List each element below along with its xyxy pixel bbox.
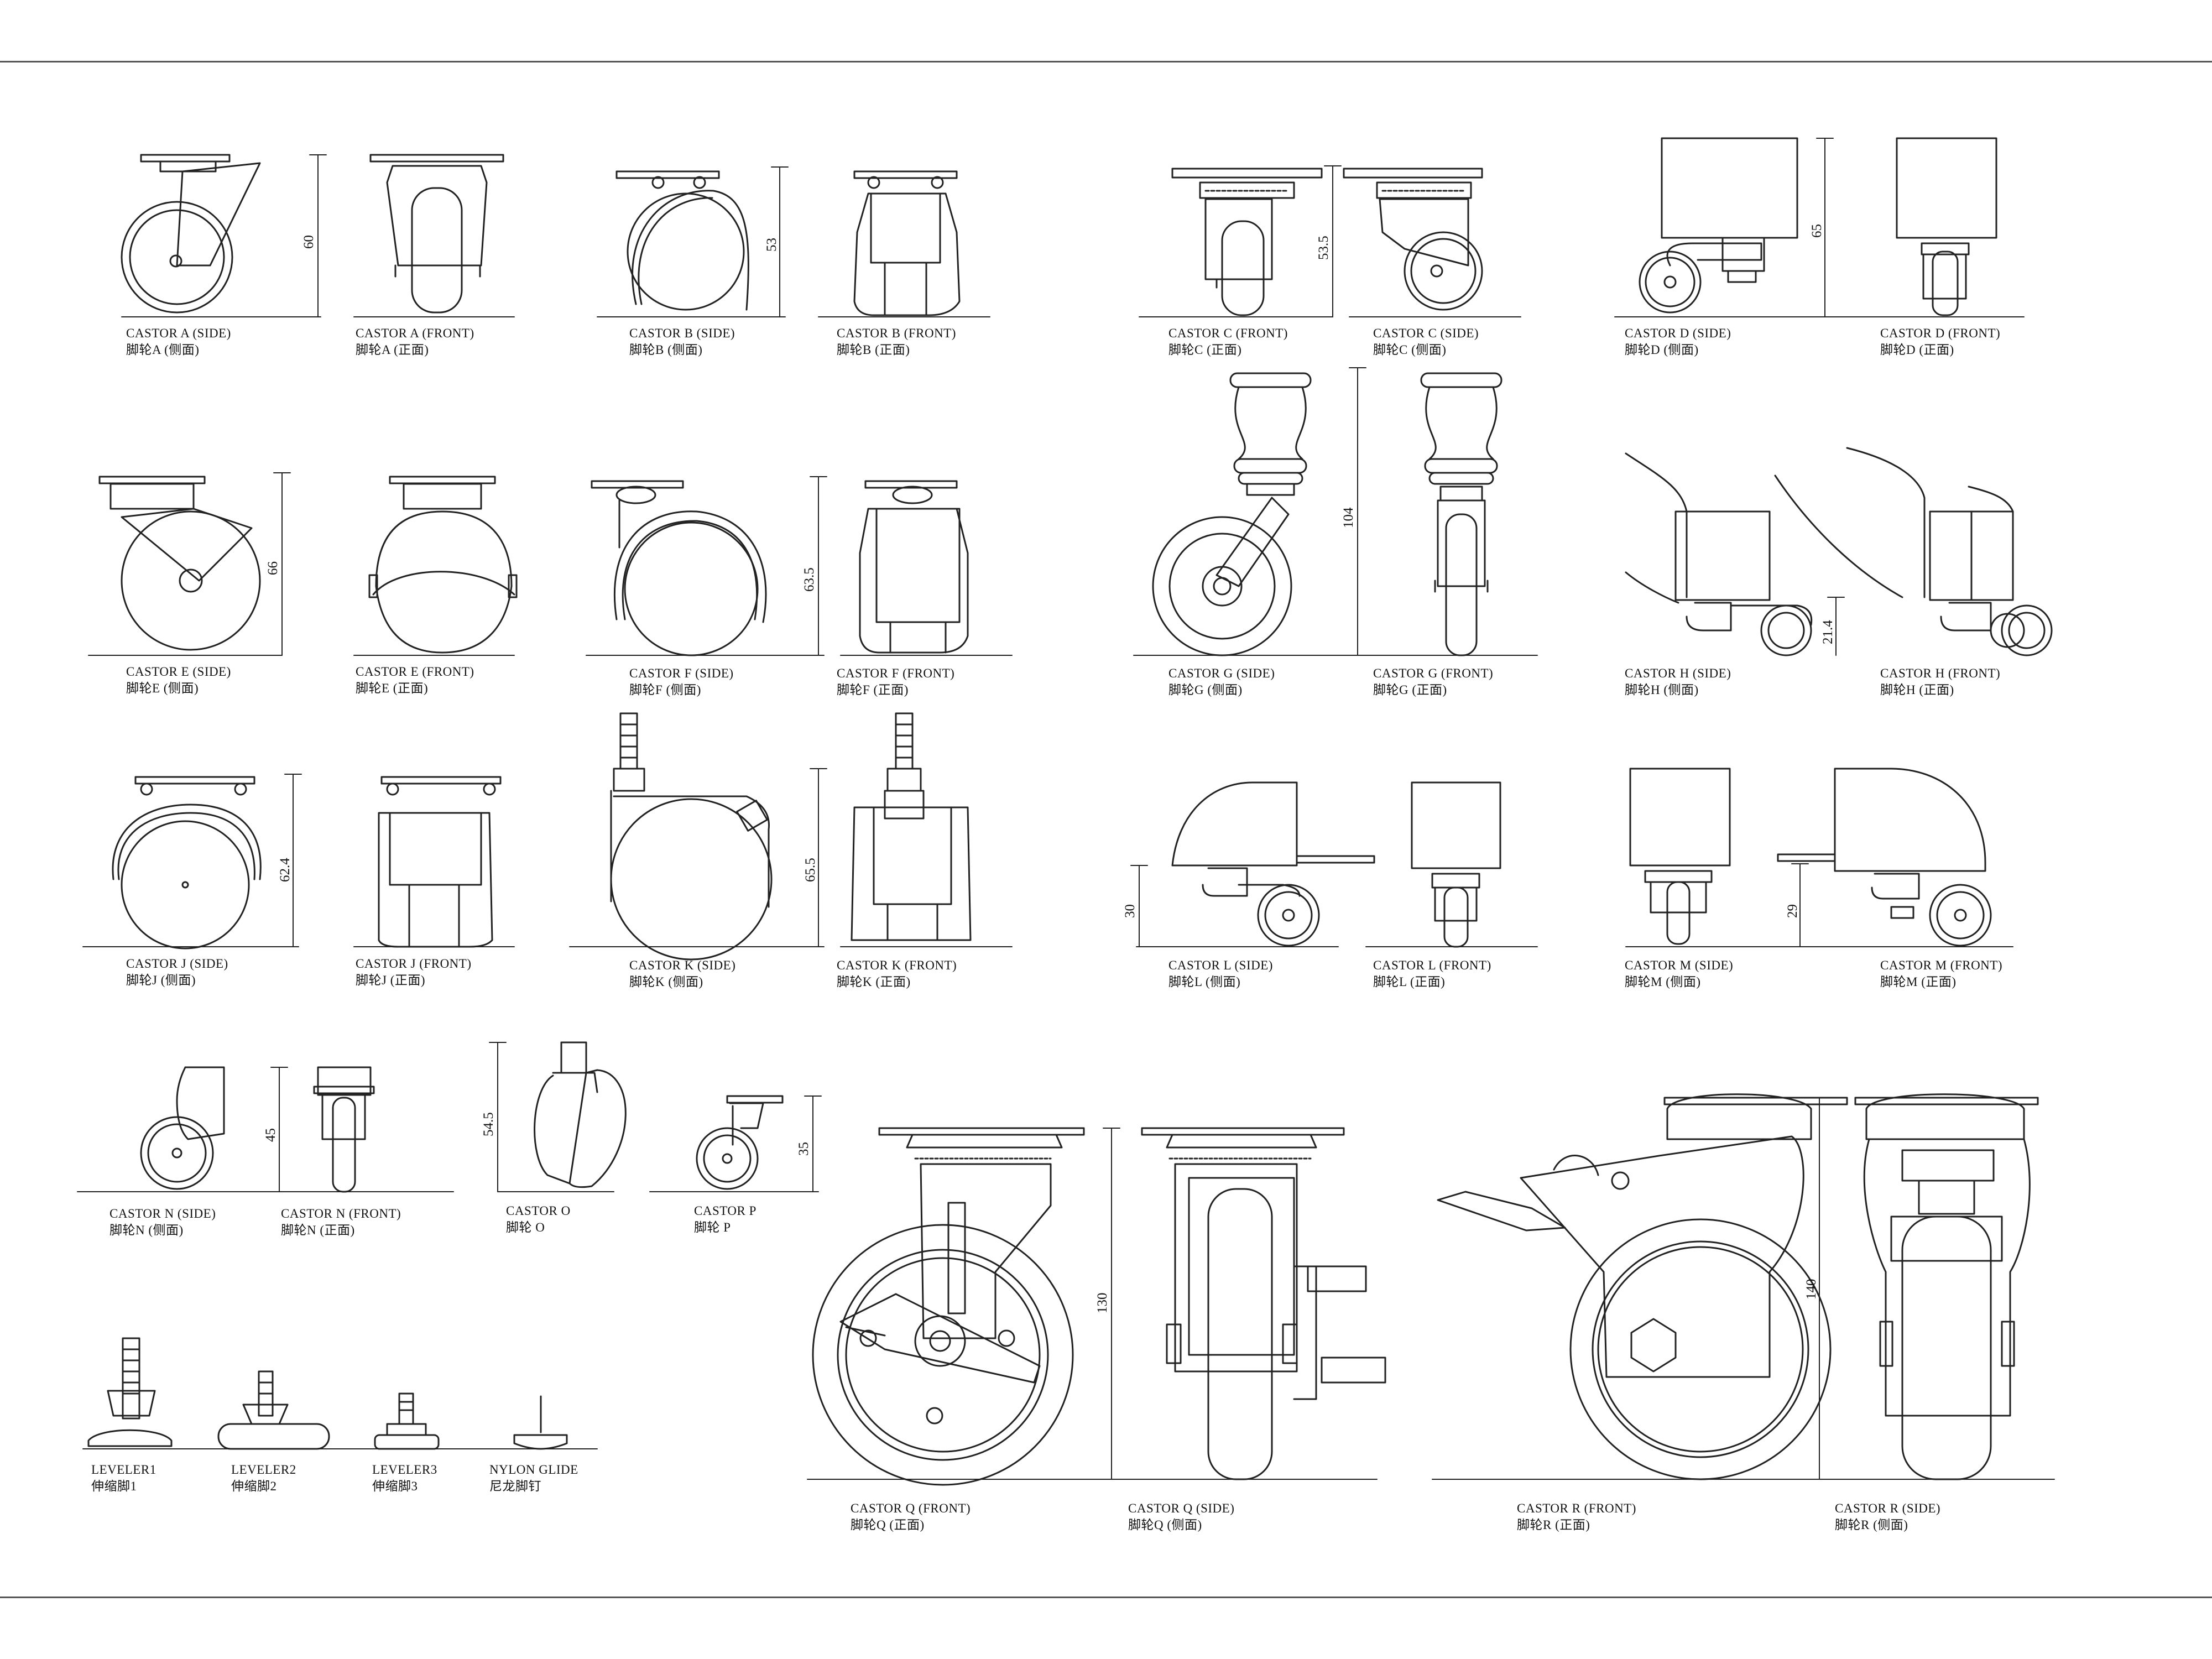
castor-h-front-drawing — [1774, 447, 2053, 656]
castor-e-front-drawing — [353, 476, 518, 656]
label-castor-e-front: CASTOR E (FRONT)脚轮E (正面) — [356, 665, 474, 695]
dimension-h: 21.4 — [1820, 620, 1835, 644]
castor-n-front-drawing — [313, 1066, 375, 1193]
label-castor-k-side: CASTOR K (SIDE)脚轮K (侧面) — [629, 958, 736, 989]
label-castor-m-front: CASTOR M (FRONT)脚轮M (正面) — [1880, 958, 2002, 989]
leveler2-drawing — [217, 1370, 330, 1450]
dimension-q: 130 — [1095, 1292, 1110, 1314]
label-castor-n-side: CASTOR N (SIDE)脚轮N (侧面) — [109, 1207, 216, 1237]
label-castor-j-front: CASTOR J (FRONT)脚轮J (正面) — [356, 957, 472, 987]
dimension-m: 29 — [1785, 904, 1800, 918]
castor-q-front-drawing — [807, 1127, 1378, 1486]
castor-l-front-drawing — [1365, 781, 1538, 948]
castor-m-front-drawing — [1777, 768, 1992, 947]
label-castor-n-front: CASTOR N (FRONT)脚轮N (正面) — [281, 1207, 401, 1237]
dimension-l: 30 — [1123, 904, 1138, 918]
castor-r-side-drawing — [1854, 1093, 2039, 1480]
dimension-g: 104 — [1341, 507, 1356, 529]
label-castor-q-side: CASTOR Q (SIDE)脚轮Q (侧面) — [1128, 1501, 1235, 1532]
castor-k-front-drawing — [840, 712, 1013, 947]
castor-l-side-drawing — [1130, 781, 1375, 947]
nylon-glide-drawing — [513, 1395, 568, 1450]
castor-f-side-drawing — [586, 476, 827, 656]
label-castor-l-front: CASTOR L (FRONT)脚轮L (正面) — [1373, 958, 1491, 989]
castor-r-front-drawing — [1432, 1093, 2055, 1480]
sheet-border — [0, 61, 2212, 1598]
dimension-f: 63.5 — [802, 567, 817, 592]
label-castor-q-front: CASTOR Q (FRONT)脚轮Q (正面) — [851, 1501, 971, 1532]
castor-c-side-drawing — [1343, 168, 1521, 317]
castor-f-front-drawing — [840, 480, 1013, 656]
castor-q-side-drawing — [1141, 1127, 1386, 1480]
label-castor-e-side: CASTOR E (SIDE)脚轮E (侧面) — [126, 665, 231, 695]
label-castor-m-side: CASTOR M (SIDE)脚轮M (侧面) — [1625, 958, 1734, 989]
label-castor-f-front: CASTOR F (FRONT)脚轮F (正面) — [837, 666, 955, 697]
castor-b-side-drawing — [597, 166, 789, 317]
dimension-e: 66 — [265, 561, 280, 575]
castor-k-side-drawing — [569, 712, 827, 961]
label-castor-k-front: CASTOR K (FRONT)脚轮K (正面) — [837, 958, 957, 989]
label-castor-g-front: CASTOR G (FRONT)脚轮G (正面) — [1373, 666, 1494, 697]
dimension-c: 53.5 — [1316, 236, 1331, 260]
dimension-k: 65.5 — [803, 858, 818, 882]
label-castor-j-side: CASTOR J (SIDE)脚轮J (侧面) — [126, 957, 228, 987]
leveler3-drawing — [374, 1392, 440, 1450]
castor-g-front-drawing — [1365, 372, 1538, 656]
dimension-n: 45 — [263, 1128, 278, 1142]
dimension-a: 60 — [301, 235, 316, 249]
castor-o-drawing — [489, 1041, 627, 1192]
castor-a-side-drawing — [121, 154, 327, 317]
label-castor-h-side: CASTOR H (SIDE)脚轮H (侧面) — [1625, 666, 1731, 697]
leveler1-drawing — [82, 1337, 598, 1449]
label-castor-d-side: CASTOR D (SIDE)脚轮D (侧面) — [1625, 326, 1731, 357]
castor-d-front-drawing — [1896, 137, 1997, 316]
label-castor-l-side: CASTOR L (SIDE)脚轮L (侧面) — [1168, 958, 1273, 989]
dimension-p: 35 — [796, 1142, 811, 1156]
castor-j-side-drawing — [82, 774, 302, 950]
castor-p-drawing — [649, 1095, 822, 1192]
castor-h-side-drawing — [1625, 452, 1845, 656]
label-castor-r-side: CASTOR R (SIDE)脚轮R (侧面) — [1835, 1501, 1941, 1532]
label-castor-a-side: CASTOR A (SIDE)脚轮A (侧面) — [126, 326, 231, 357]
label-castor-b-front: CASTOR B (FRONT)脚轮B (正面) — [837, 326, 956, 357]
label-castor-a-front: CASTOR A (FRONT)脚轮A (正面) — [356, 326, 474, 357]
label-castor-f-side: CASTOR F (SIDE)脚轮F (侧面) — [629, 666, 734, 697]
label-castor-r-front: CASTOR R (FRONT)脚轮R (正面) — [1517, 1501, 1636, 1532]
castor-m-side-drawing — [1625, 768, 2013, 947]
castor-e-side-drawing — [88, 472, 291, 656]
dimension-o: 54.5 — [481, 1112, 496, 1136]
castor-n-side-drawing — [77, 1066, 454, 1192]
label-castor-h-front: CASTOR H (FRONT)脚轮H (正面) — [1880, 666, 2001, 697]
label-castor-b-side: CASTOR B (SIDE)脚轮B (侧面) — [629, 326, 735, 357]
label-castor-c-front: CASTOR C (FRONT)脚轮C (正面) — [1168, 326, 1288, 357]
dimension-b: 53 — [764, 238, 779, 252]
label-castor-d-front: CASTOR D (FRONT)脚轮D (正面) — [1880, 326, 2001, 357]
dimension-d: 65 — [1809, 224, 1824, 238]
castor-g-side-drawing — [1133, 367, 1366, 656]
label-castor-g-side: CASTOR G (SIDE)脚轮G (侧面) — [1168, 666, 1275, 697]
castor-c-front-drawing — [1139, 165, 1342, 317]
castor-b-front-drawing — [818, 170, 990, 317]
label-castor-c-side: CASTOR C (SIDE)脚轮C (侧面) — [1373, 326, 1479, 357]
dimension-j: 62.4 — [278, 858, 293, 882]
castor-j-front-drawing — [353, 776, 515, 948]
castor-a-front-drawing — [353, 154, 515, 317]
castor-d-side-drawing — [1614, 137, 2025, 317]
dimension-r: 140 — [1804, 1279, 1819, 1300]
